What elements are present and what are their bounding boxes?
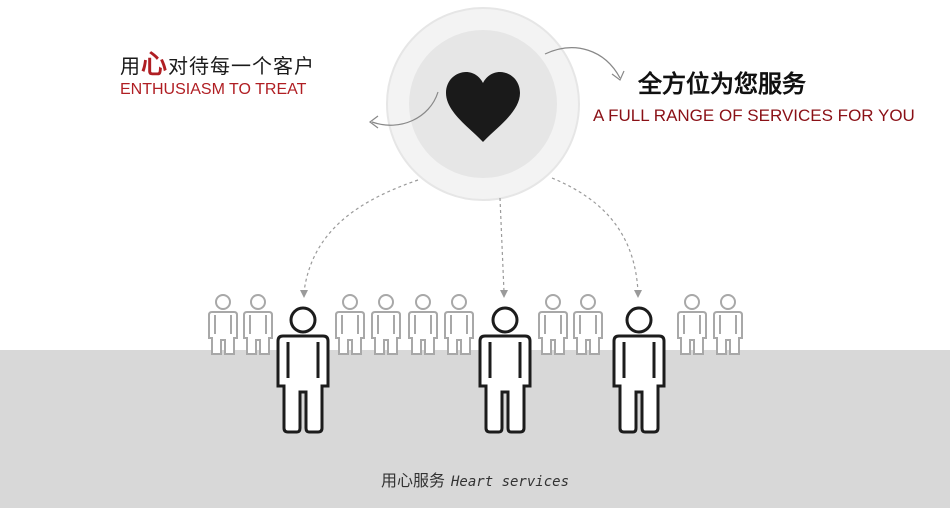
person-icon bbox=[444, 294, 474, 355]
person-icon bbox=[335, 294, 365, 355]
headline-left-zh: 用心对待每一个客户 bbox=[120, 50, 316, 80]
arrow-heads bbox=[300, 290, 642, 298]
caption: 用心服务 Heart services bbox=[0, 467, 950, 491]
person-icon bbox=[612, 306, 666, 434]
arrow-to-left bbox=[369, 91, 439, 129]
accent-char: 心 bbox=[141, 50, 169, 80]
headline-right-zh: 全方位为您服务 bbox=[638, 70, 806, 98]
person-icon bbox=[538, 294, 568, 355]
headline-right-en: A FULL RANGE OF SERVICES FOR YOU bbox=[593, 106, 915, 125]
person-icon bbox=[276, 306, 330, 434]
person-icon bbox=[478, 306, 532, 434]
person-icon bbox=[371, 294, 401, 355]
person-icon bbox=[677, 294, 707, 355]
headline-left-en: ENTHUSIASM TO TREAT bbox=[120, 81, 307, 98]
person-icon bbox=[573, 294, 603, 355]
person-icon bbox=[208, 294, 238, 355]
arrow-to-right bbox=[544, 47, 625, 81]
dashed-arrows bbox=[303, 177, 639, 293]
heart-icon bbox=[446, 72, 520, 142]
floor-band bbox=[0, 350, 950, 508]
person-icon bbox=[408, 294, 438, 355]
person-icon bbox=[713, 294, 743, 355]
heart-badge bbox=[386, 7, 580, 201]
person-icon bbox=[243, 294, 273, 355]
caption-en: Heart services bbox=[451, 474, 570, 490]
caption-zh: 用心服务 bbox=[380, 471, 445, 490]
